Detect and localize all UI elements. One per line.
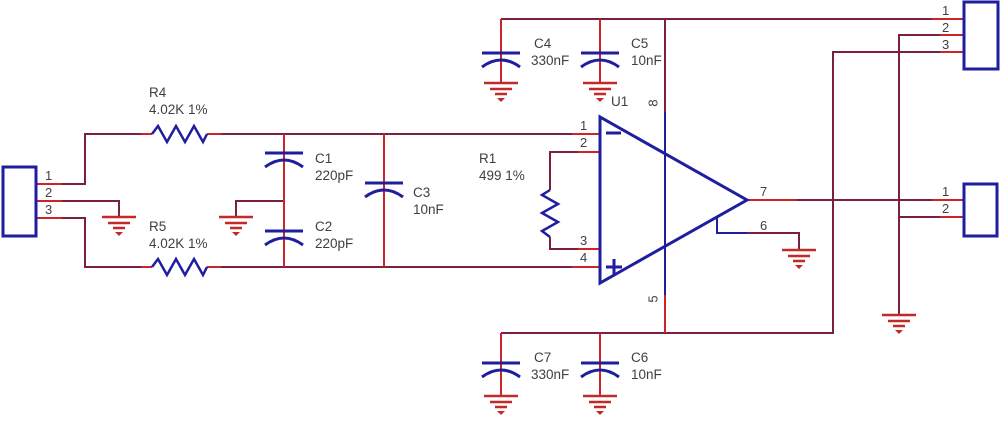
label-R5-ref: R5: [149, 219, 167, 234]
opamp-pin6-stub: [716, 217, 747, 234]
label-C3-value: 10nF: [413, 202, 444, 217]
pin-label-u1-1: 1: [580, 118, 588, 133]
opamp-U1-symbol[interactable]: [598, 112, 751, 295]
label-R4-value: 4.02K 1%: [149, 102, 208, 117]
pin-label-u1-3: 3: [580, 233, 588, 248]
wire-topconn-pin3-vminus-rail: [501, 51, 940, 334]
pin-label-topconn-3: 3: [942, 37, 950, 52]
label-R1-ref: R1: [479, 151, 497, 166]
wire-c1c2-junction-gnd: [235, 200, 284, 217]
pin-label-u1-7: 7: [760, 184, 768, 199]
ground-icon: [217, 215, 255, 238]
wire-input3: [62, 217, 141, 268]
lead-net: [36, 18, 964, 396]
noninverting-input-plus-icon: [606, 259, 622, 275]
label-C5-ref: C5: [631, 36, 649, 51]
label-C2-value: 220pF: [315, 236, 354, 251]
pin-label-leftconn-1: 1: [45, 168, 53, 183]
label-C5-value: 10nF: [631, 53, 662, 68]
opamp-triangle[interactable]: [598, 114, 751, 286]
wire-input2-gnd: [62, 200, 120, 217]
label-C7-value: 330nF: [531, 367, 570, 382]
label-C4-value: 330nF: [531, 53, 570, 68]
label-C1-ref: C1: [315, 151, 333, 166]
ground-icon: [780, 248, 818, 271]
label-C6-ref: C6: [631, 350, 649, 365]
label-U1-ref: U1: [611, 94, 629, 109]
resistor-R5-symbol[interactable]: [151, 256, 209, 278]
pin-label-topconn-1: 1: [942, 3, 950, 18]
connector-top-right-symbol[interactable]: [962, 0, 1000, 71]
pin-label-u1-2: 2: [580, 135, 588, 150]
label-C7-ref: C7: [534, 350, 552, 365]
symbols: [1, 0, 1000, 379]
ground-icon: [482, 394, 520, 417]
wire-topconn-pin2-to-ground: [898, 34, 940, 314]
resistor-R1-symbol[interactable]: [539, 188, 561, 238]
pin-label-u1-5: 5: [645, 295, 661, 303]
grounds: [100, 81, 918, 417]
label-C1-value: 220pF: [315, 168, 354, 183]
label-C2-ref: C2: [315, 219, 333, 234]
pin-label-botconn-2: 2: [942, 201, 950, 216]
ground-icon: [880, 313, 918, 336]
wire-input1: [62, 133, 141, 185]
resistor-R4-symbol[interactable]: [151, 123, 209, 145]
pin-label-u1-6: 6: [760, 218, 768, 233]
connector-bottom-right-symbol[interactable]: [962, 182, 999, 238]
label-C4-ref: C4: [534, 36, 552, 51]
connector-left-symbol[interactable]: [1, 165, 38, 238]
ground-icon: [482, 81, 520, 104]
label-R1-value: 499 1%: [479, 168, 525, 183]
pin-label-botconn-1: 1: [942, 184, 950, 199]
pin-label-topconn-2: 2: [942, 20, 950, 35]
wire-pin6-gnd: [747, 232, 800, 249]
ground-icon: [100, 215, 138, 238]
wire-net: [62, 18, 940, 334]
pin-label-leftconn-2: 2: [45, 185, 53, 200]
wire-r1-top: [549, 151, 578, 190]
ground-icon: [581, 394, 619, 417]
pin-label-leftconn-3: 3: [45, 202, 53, 217]
pin-label-u1-8: 8: [645, 99, 661, 107]
label-R5-value: 4.02K 1%: [149, 236, 208, 251]
label-C3-ref: C3: [413, 185, 431, 200]
pin-label-u1-4: 4: [580, 250, 588, 265]
wire-r1-bottom: [549, 237, 578, 250]
label-C6-value: 10nF: [631, 367, 662, 382]
label-R4-ref: R4: [149, 85, 167, 100]
